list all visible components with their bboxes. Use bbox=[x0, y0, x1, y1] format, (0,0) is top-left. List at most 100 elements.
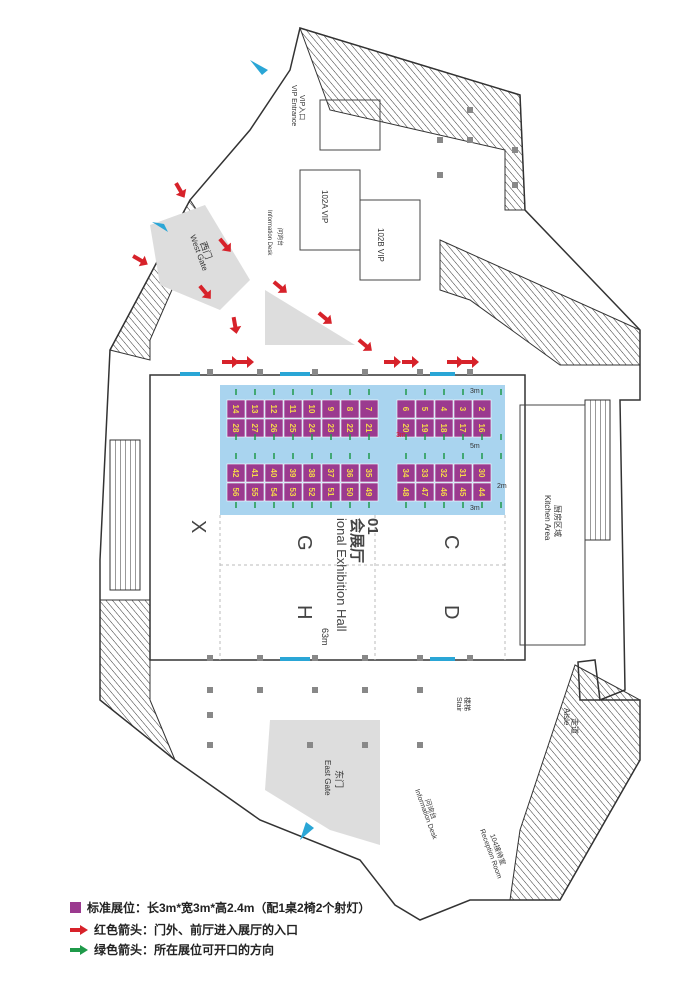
booth bbox=[434, 399, 454, 419]
booth-number: 44 bbox=[477, 488, 486, 497]
door-marker bbox=[430, 657, 455, 661]
hatched-area-top bbox=[299, 27, 526, 211]
kitchen-label-en: Kitchen Area bbox=[543, 495, 552, 541]
hatched-area-right-bottom bbox=[509, 664, 641, 901]
booth-number: 56 bbox=[231, 488, 240, 497]
booth-number: 5 bbox=[420, 407, 429, 412]
booth-number: 16 bbox=[477, 424, 486, 433]
booth-number: 35 bbox=[364, 469, 373, 478]
red-arrow-icon bbox=[174, 182, 187, 198]
booth-number: 48 bbox=[401, 488, 410, 497]
info-desk-top-en: Information Desk bbox=[266, 210, 272, 256]
booth bbox=[396, 463, 416, 483]
booth-number: 46 bbox=[439, 488, 448, 497]
booth-number: 34 bbox=[401, 469, 410, 478]
booth-number: 28 bbox=[231, 424, 240, 433]
east-gate-lobby bbox=[265, 720, 380, 845]
booth-number: 50 bbox=[345, 488, 354, 497]
booth-number: 17 bbox=[458, 424, 467, 433]
pillar bbox=[512, 147, 518, 153]
red-arrow-icon bbox=[462, 356, 479, 368]
entrance-arrow-icon bbox=[250, 60, 268, 75]
booth-number: 18 bbox=[439, 424, 448, 433]
booth bbox=[302, 399, 322, 419]
booth bbox=[283, 463, 303, 483]
aisle-label-cn: 走道 bbox=[570, 718, 580, 734]
booth-number: 42 bbox=[231, 469, 240, 478]
booth bbox=[283, 482, 303, 502]
booth bbox=[226, 399, 246, 419]
hall-title-en: ional Exhibition Hall bbox=[334, 518, 349, 632]
booth bbox=[472, 482, 492, 502]
pillar bbox=[467, 655, 473, 661]
booth bbox=[472, 399, 492, 419]
pillar bbox=[437, 137, 443, 143]
pillar bbox=[257, 369, 263, 375]
red-arrow-icon bbox=[402, 356, 419, 368]
pillar bbox=[362, 742, 368, 748]
hatched-area-right-mid bbox=[584, 399, 611, 541]
red-arrow-icon bbox=[222, 356, 239, 368]
booth bbox=[396, 399, 416, 419]
info-desk-top-cn: 问询台 bbox=[276, 228, 284, 246]
pillar bbox=[257, 687, 263, 693]
hall-title-cn: 会展厅 bbox=[348, 518, 366, 563]
vip-102a-label: 102A VIP bbox=[320, 190, 329, 223]
red-arrow-icon bbox=[218, 237, 231, 252]
east-gate-label-cn: 东门 bbox=[334, 770, 345, 788]
booth-number: 11 bbox=[288, 405, 297, 414]
booth bbox=[434, 482, 454, 502]
booth-number: 26 bbox=[269, 424, 278, 433]
green-arrow-icon bbox=[70, 944, 88, 955]
booth-number: 55 bbox=[250, 488, 259, 497]
red-arrow-icon bbox=[237, 356, 254, 368]
booth-number: 25 bbox=[288, 424, 297, 433]
door-marker bbox=[280, 372, 310, 376]
booth-number: 10 bbox=[307, 405, 316, 414]
pillar bbox=[312, 687, 318, 693]
booth bbox=[340, 482, 360, 502]
booth bbox=[415, 399, 435, 419]
vip-entrance-label-cn: VIP入口 bbox=[298, 95, 306, 120]
booth-number: 4 bbox=[439, 407, 448, 412]
hatched-area-left-mid bbox=[109, 439, 141, 591]
legend-booth-text: 标准展位：长3m*宽3m*高2.4m（配1桌2椅2个射灯） bbox=[87, 901, 371, 915]
red-arrow-icon bbox=[70, 924, 88, 935]
stair-label-cn: 楼梯 bbox=[463, 697, 472, 711]
booth-swatch-icon bbox=[70, 902, 81, 913]
zone-x: X bbox=[187, 520, 209, 533]
legend-green-arrow: 绿色箭头：所在展位可开口的方向 bbox=[70, 941, 274, 958]
booth-number: 52 bbox=[307, 488, 316, 497]
booth bbox=[245, 399, 265, 419]
booth bbox=[226, 463, 246, 483]
booth bbox=[226, 482, 246, 502]
entrance-arrow-icon bbox=[300, 822, 314, 840]
dim-aisle-3m: 3m bbox=[396, 432, 406, 439]
pillar bbox=[207, 712, 213, 718]
booth bbox=[453, 399, 473, 419]
booth-number: 23 bbox=[326, 424, 335, 433]
booth bbox=[321, 399, 341, 419]
pillar bbox=[362, 687, 368, 693]
pillar bbox=[467, 369, 473, 375]
kitchen-label-cn: 厨房区域 bbox=[553, 505, 563, 537]
door-marker bbox=[280, 657, 310, 661]
booth-number: 47 bbox=[420, 488, 429, 497]
zone-g: G bbox=[293, 535, 315, 551]
booth-number: 36 bbox=[345, 469, 354, 478]
red-arrow-icon bbox=[317, 311, 332, 324]
booth bbox=[415, 482, 435, 502]
pillar bbox=[437, 172, 443, 178]
pillar bbox=[207, 742, 213, 748]
booth-number: 22 bbox=[345, 424, 354, 433]
door-marker bbox=[430, 372, 455, 376]
pillar bbox=[307, 742, 313, 748]
booth bbox=[472, 463, 492, 483]
pillar bbox=[417, 369, 423, 375]
front-lobby-triangle bbox=[265, 290, 355, 345]
legend-green-arrow-text: 绿色箭头：所在展位可开口的方向 bbox=[94, 943, 275, 957]
vip-102b-label: 102B VIP bbox=[376, 228, 385, 262]
booth bbox=[359, 463, 379, 483]
booth bbox=[245, 482, 265, 502]
red-arrow-icon bbox=[132, 254, 148, 267]
